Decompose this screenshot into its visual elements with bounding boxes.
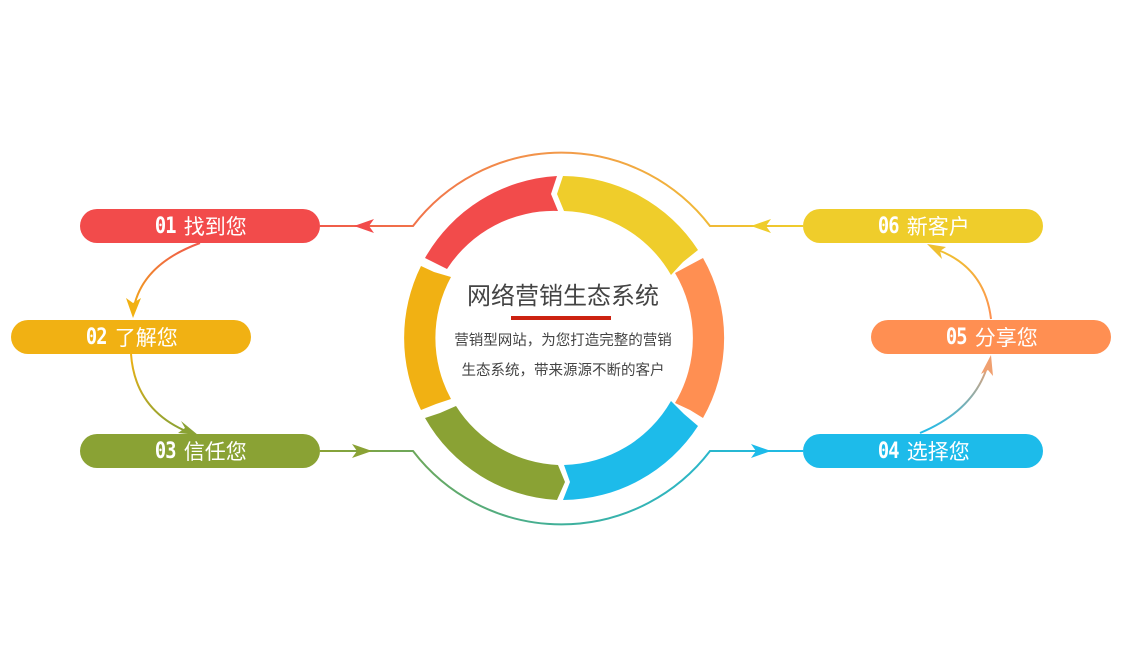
step-number: 05 (946, 324, 968, 350)
step-number: 04 (878, 438, 900, 464)
connector-04-05 (919, 363, 989, 434)
step-label: 信任您 (183, 440, 247, 464)
cycle-ring (404, 176, 725, 500)
step-05-share-you: 05 分享您 (871, 320, 1111, 354)
step-06-new-customer: 06 新客户 (803, 209, 1043, 243)
step-03-trust-you: 03 信任您 (80, 434, 320, 468)
step-number: 02 (86, 324, 108, 350)
arrow-to-step5-icon (981, 355, 993, 376)
outer-arc-bottom (320, 450, 803, 526)
step-label: 新客户 (906, 215, 970, 239)
center-title-underline (511, 316, 611, 320)
ring-segment-blue (563, 401, 698, 500)
step-01-find-you: 01 找到您 (80, 209, 320, 243)
step-04-choose-you: 04 选择您 (803, 434, 1043, 468)
connector-05-06 (937, 249, 992, 320)
arrow-to-step6-icon (927, 244, 946, 259)
ring-segment-orange (675, 258, 725, 418)
connector-01-02 (132, 242, 201, 313)
step-label: 了解您 (114, 326, 178, 350)
step-02-understand-you: 02 了解您 (11, 320, 251, 354)
arrow-from-step3-icon (352, 444, 372, 458)
arrow-to-step2-icon (126, 298, 141, 318)
outer-arc-top (320, 151, 803, 227)
arrow-to-step4-icon (751, 444, 771, 458)
arrow-to-step3-icon (178, 421, 198, 435)
step-label: 分享您 (974, 326, 1038, 350)
ring-segment-green (425, 406, 565, 500)
connector-02-03 (130, 353, 189, 433)
ring-segment-yellow (557, 176, 698, 275)
step-number: 03 (155, 438, 177, 464)
center-title: 网络营销生态系统 (467, 282, 659, 310)
arrow-to-step1-icon (354, 219, 374, 233)
step-label: 找到您 (183, 215, 247, 239)
ring-segment-amber (404, 266, 451, 410)
arrow-from-step6-icon (751, 219, 771, 233)
step-label: 选择您 (906, 440, 970, 464)
step-number: 06 (878, 213, 900, 239)
step-number: 01 (155, 213, 177, 239)
center-description: 营销型网站，为您打造完整的营销生态系统，带来源源不断的客户 (454, 333, 672, 379)
ring-segment-red (425, 176, 558, 269)
